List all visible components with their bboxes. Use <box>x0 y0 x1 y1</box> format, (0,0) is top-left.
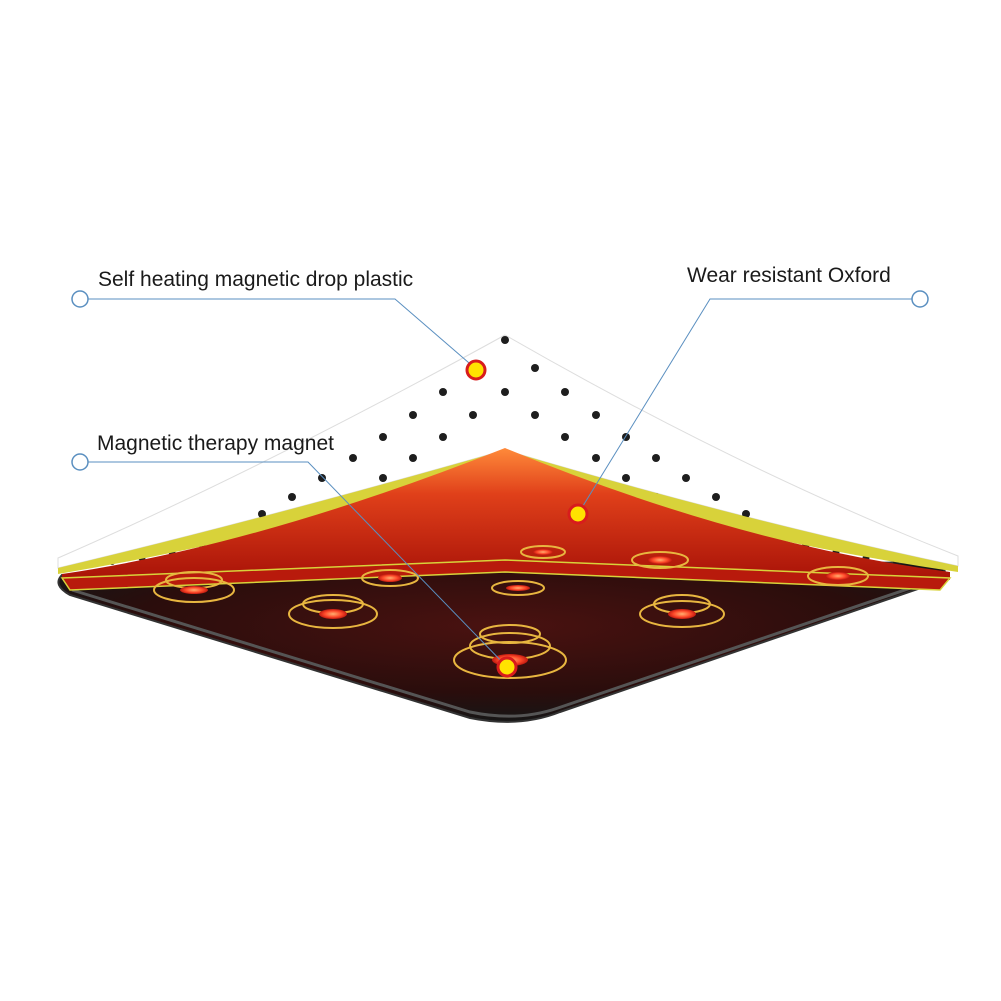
magnet <box>153 571 235 603</box>
magnet <box>807 566 869 586</box>
oxford-red-layer <box>62 448 950 580</box>
hotspot-marker-icon <box>567 503 589 525</box>
hotspot-marker-icon <box>465 359 487 381</box>
magnet <box>491 580 545 596</box>
magnet <box>631 551 689 569</box>
hotspot-marker-icon <box>496 656 518 678</box>
magnet <box>520 545 566 559</box>
dotted-plastic-layer <box>57 334 959 569</box>
hotspot-markers <box>465 359 589 678</box>
magnet <box>639 594 725 628</box>
magnet <box>361 569 419 587</box>
open-circle-icon <box>71 453 89 471</box>
magnet <box>288 594 378 629</box>
base-pad-edge <box>71 576 941 718</box>
oxford-red-layer-lower <box>60 559 952 591</box>
callout-wear-resistant: Wear resistant Oxford <box>687 264 891 287</box>
leader-oxford <box>577 298 920 515</box>
open-circle-icons <box>71 290 929 471</box>
open-circle-icon <box>911 290 929 308</box>
callout-magnet: Magnetic therapy magnet <box>97 432 334 455</box>
magnet-rings <box>153 545 869 679</box>
leader-lines <box>80 298 920 668</box>
leader-magnet <box>80 461 508 668</box>
leader-self <box>80 298 477 370</box>
open-circle-icon <box>71 290 89 308</box>
callout-self-heating: Self heating magnetic drop plastic <box>98 268 414 291</box>
